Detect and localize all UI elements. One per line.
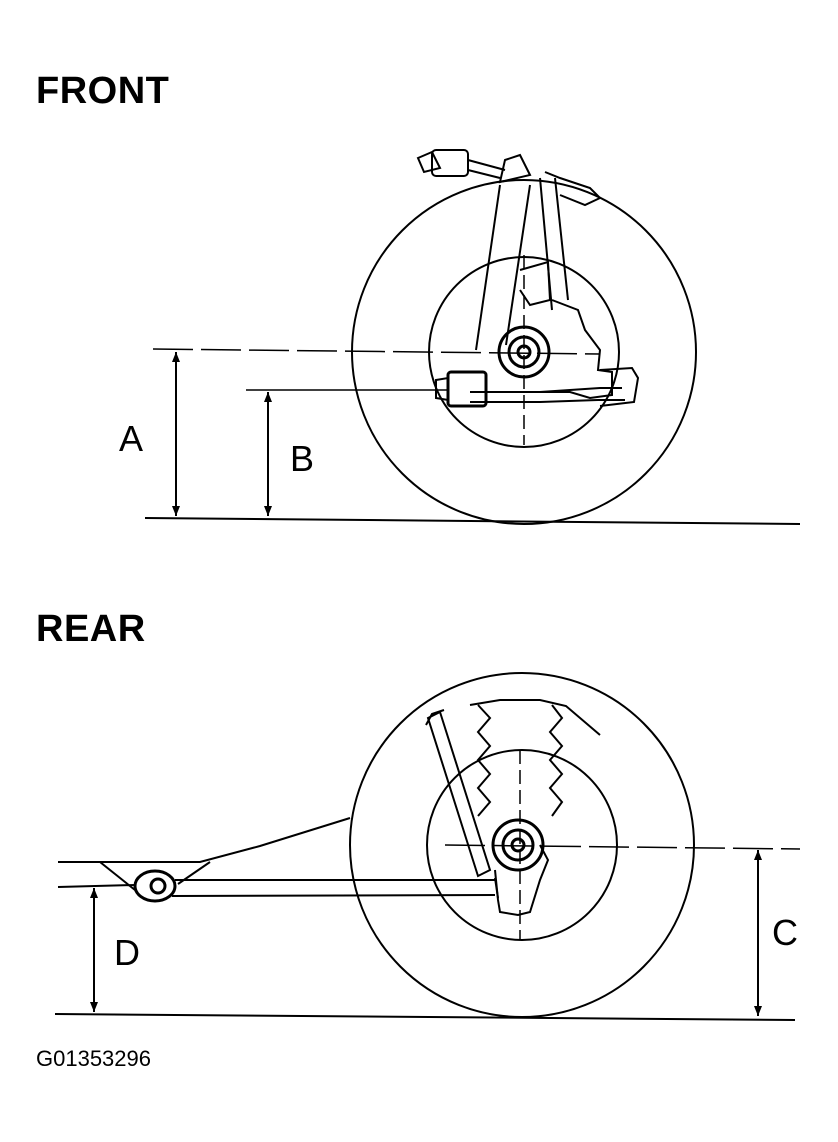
rear-wheel-rim — [427, 750, 617, 940]
front-knuckle — [535, 300, 612, 398]
front-lower-arm — [436, 368, 638, 406]
rear-tire — [350, 673, 694, 1017]
rear-arm-bushing — [135, 871, 175, 901]
front-tire — [352, 180, 696, 524]
dimension-a-label: A — [119, 418, 144, 459]
dimension-d-label: D — [114, 932, 140, 973]
figure-id: G01353296 — [36, 1046, 151, 1071]
rear-coil-spring — [470, 700, 600, 816]
dimension-b-label: B — [290, 438, 315, 479]
dimension-c-label: C — [772, 912, 798, 953]
front-ground-line — [145, 518, 800, 524]
rear-section-title: REAR — [36, 608, 146, 650]
front-strut — [476, 155, 600, 350]
front-section-title: FRONT — [36, 70, 170, 112]
front-hub-reference-line — [153, 349, 600, 354]
rear-suspension-view — [55, 673, 800, 1020]
front-suspension-view — [145, 150, 800, 524]
rear-trailing-arm — [58, 818, 498, 898]
rear-knuckle — [495, 845, 548, 915]
rear-shock-absorber — [426, 710, 490, 876]
front-tie-rod — [418, 150, 505, 178]
rear-ground-line — [55, 1014, 795, 1020]
front-hub — [499, 327, 549, 377]
rear-hub-reference-line — [445, 845, 800, 849]
